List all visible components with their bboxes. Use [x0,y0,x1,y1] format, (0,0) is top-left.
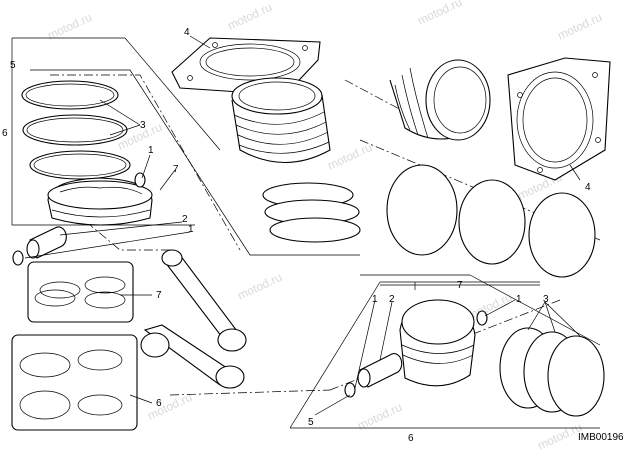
ring-kit-box-lower [11,334,138,431]
watermark: motod.ru [325,140,374,173]
connecting-rod-upper [161,249,247,352]
callout-6-box: 6 [156,398,162,409]
piston-pin-right [344,310,488,398]
head-gasket-right [507,57,611,181]
watermark: motod.ru [555,10,604,43]
callout-2-left: 2 [182,214,188,225]
callout-2-right: 2 [389,294,395,305]
drawing-code: IMB00196 [578,432,624,443]
callout-4-right: 4 [585,182,591,193]
watermark: motod.ru [225,0,274,33]
callout-7-left: 7 [173,164,179,175]
piston-upper-left [47,172,153,226]
callout-5-top: 5 [10,60,16,71]
callout-6-right: 6 [408,433,414,444]
callout-6-left: 6 [2,128,8,139]
callout-labels: 4 5 3 6 1 7 2 1 7 6 4 7 1 2 1 3 5 6 [2,27,591,444]
cylinder-barrel-center [231,77,331,164]
callout-1-left-lower: 1 [188,224,194,235]
watermark: motod.ru [415,0,464,28]
piston-rings-upper-left [21,80,131,180]
watermark: motod.ru [535,420,584,453]
piston-lower-right [399,299,476,387]
callout-1-right-b: 1 [516,294,522,305]
callout-7-right: 7 [457,280,463,291]
callout-3-left: 3 [140,120,146,131]
connecting-rod-lower [140,324,245,389]
callout-4-top: 4 [184,27,190,38]
o-rings-large [386,164,596,278]
callout-1-left: 1 [148,145,154,156]
piston-rings-center [262,182,361,243]
cylinder-barrel-right [389,59,491,141]
piston-pin-left [12,226,67,266]
callout-5-right: 5 [308,417,314,428]
callout-7-box: 7 [156,290,162,301]
callout-1-right-a: 1 [372,294,378,305]
watermark: motod.ru [235,270,284,303]
watermark: motod.ru [145,390,194,423]
piston-rings-lower-right [499,327,605,417]
callout-leaders [24,35,581,416]
callout-3-right: 3 [543,294,549,305]
ring-kit-box-upper [27,261,134,323]
